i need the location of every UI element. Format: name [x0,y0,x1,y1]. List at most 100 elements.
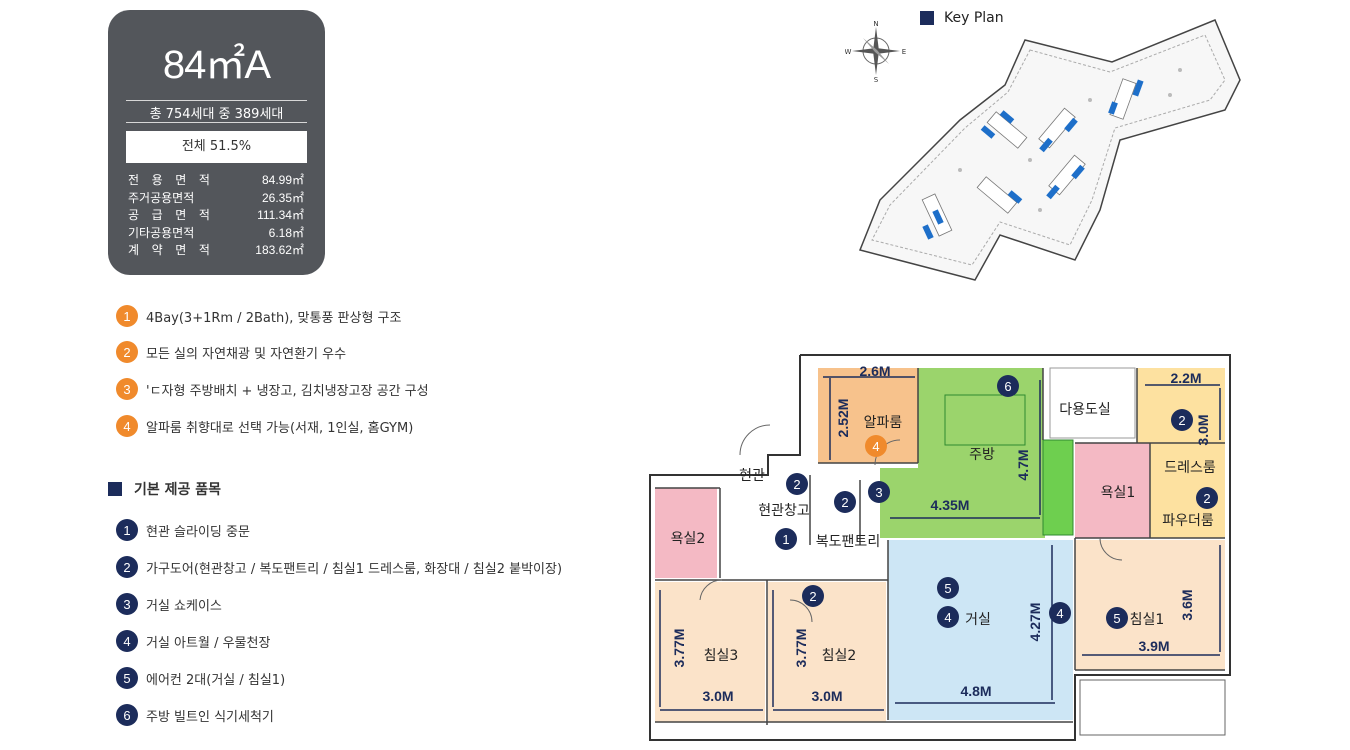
basic-number-badge: 1 [116,519,138,541]
dim-dress-height: 3.0M [1195,414,1211,445]
basic-number-badge: 5 [116,667,138,689]
area-label: 주거공용면적 [128,190,195,205]
feature-item-2: 2 모든 실의 자연채광 및 자연환기 우수 [116,341,346,363]
marker-bed2-closet: 2 [809,589,816,604]
room-label-powder: 파우더룸 [1162,513,1214,529]
living-fill [888,540,1073,720]
basic-item-5: 5 에어컨 2대(거실 / 침실1) [116,667,285,689]
floor-plan: 알파룸 주방 다용도실 드레스룸 현관 현관창고 욕실1 파우더룸 욕실2 복도… [649,354,1231,741]
marker-dress-door: 2 [1178,413,1185,428]
feature-item-3: 3 'ㄷ자형 주방배치 + 냉장고, 김치냉장고장 공간 구성 [116,378,429,400]
room-label-bed2: 침실2 [822,648,857,664]
compass-west: W [845,48,852,56]
basic-text: 주방 빌트인 식기세척기 [146,709,274,725]
utility-fill [1049,367,1136,439]
dim-bed1-width: 3.9M [1138,638,1169,654]
marker-entry-storage: 2 [793,477,800,492]
kitchen-fill-top [918,368,1043,468]
area-value: 6.18㎡ [268,225,304,240]
divider [126,122,307,123]
room-label-dress: 드레스룸 [1164,460,1216,476]
marker-ceiling: 4 [1056,606,1063,621]
room-label-utility: 다용도실 [1059,402,1111,418]
basic-item-6: 6 주방 빌트인 식기세척기 [116,704,274,726]
marker-bed1-ac: 5 [1113,611,1120,626]
area-value: 183.62㎡ [255,243,304,257]
dim-kitchen-height: 4.7M [1015,449,1031,480]
basic-item-3: 3 거실 쇼케이스 [116,593,222,615]
room-label-living: 거실 [965,612,991,628]
balcony [1079,679,1226,736]
bed2-fill [768,582,886,722]
basic-item-1: 1 현관 슬라이딩 중문 [116,519,250,541]
room-label-kitchen: 주방 [969,447,995,463]
marker-living-ac: 5 [944,581,951,596]
bed1-fill [1075,540,1225,670]
marker-artwall: 4 [944,610,951,625]
dim-living-width: 4.8M [960,683,991,699]
room-label-alpha: 알파룸 [864,415,903,431]
area-label: 기타공용면적 [128,225,195,240]
marker-alpha: 4 [872,439,879,454]
basic-number-badge: 3 [116,593,138,615]
basic-text: 에어컨 2대(거실 / 침실1) [146,672,286,688]
feature-item-1: 1 4Bay(3+1Rm / 2Bath), 맞통풍 판상형 구조 [116,305,401,327]
square-bullet-icon [920,11,934,25]
basic-item-2: 2 가구도어(현관창고 / 복도팬트리 / 침실1 드레스룸, 화장대 / 침실… [116,556,562,578]
feature-number-badge: 4 [116,415,138,437]
dim-bed3-height: 3.77M [671,629,687,668]
bath2-fill [655,488,717,578]
dim-bed1-height: 3.6M [1179,589,1195,620]
marker-dishwasher: 6 [1004,379,1011,394]
basic-number-badge: 6 [116,704,138,726]
room-label-bath2: 욕실2 [671,531,706,547]
feature-text: 4Bay(3+1Rm / 2Bath), 맞통풍 판상형 구조 [146,310,402,326]
dim-bed2-width: 3.0M [811,688,842,704]
heading-text: 기본 제공 품목 [134,482,222,498]
dim-bed3-width: 3.0M [702,688,733,704]
dim-dress-width: 2.2M [1170,370,1201,386]
area-value: 111.34㎡ [257,208,304,222]
key-plan-title: Key Plan [920,10,1004,26]
divider [126,100,307,101]
basic-text: 가구도어(현관창고 / 복도팬트리 / 침실1 드레스룸, 화장대 / 침실2 … [146,561,563,577]
key-plan-label: Key Plan [944,10,1004,26]
basic-text: 현관 슬라이딩 중문 [146,524,250,540]
feature-number-badge: 2 [116,341,138,363]
feature-text: 'ㄷ자형 주방배치 + 냉장고, 김치냉장고장 공간 구성 [146,383,429,399]
feature-item-4: 4 알파룸 취향대로 선택 가능(서재, 1인실, 홈GYM) [116,415,413,437]
bed3-fill [655,582,765,722]
dim-alpha-height: 2.52M [835,399,851,438]
room-label-entry: 현관 [739,468,765,484]
kitchen-cabinet [1042,439,1074,536]
dim-bed2-height: 3.77M [793,629,809,668]
feature-text: 모든 실의 자연채광 및 자연환기 우수 [146,346,347,362]
room-label-bath1: 욕실1 [1101,485,1136,501]
marker-sliding-door: 1 [782,532,789,547]
household-count: 총 754세대 중 389세대 [149,107,284,122]
bath1-fill [1075,443,1150,538]
feature-number-badge: 1 [116,305,138,327]
square-bullet-icon [108,482,122,496]
marker-vanity: 2 [1203,491,1210,506]
basic-text: 거실 아트월 / 우물천장 [146,635,271,651]
basic-number-badge: 4 [116,630,138,652]
basic-number-badge: 2 [116,556,138,578]
basic-items-heading: 기본 제공 품목 [108,479,221,499]
area-value: 84.99㎡ [261,173,304,187]
dim-living-height: 4.27M [1027,603,1043,642]
feature-text: 알파룸 취향대로 선택 가능(서재, 1인실, 홈GYM) [146,420,414,436]
basic-item-4: 4 거실 아트월 / 우물천장 [116,630,270,652]
marker-showcase: 3 [875,485,882,500]
unit-type-title: 84㎡A [162,43,271,87]
compass-north: N [873,20,878,28]
